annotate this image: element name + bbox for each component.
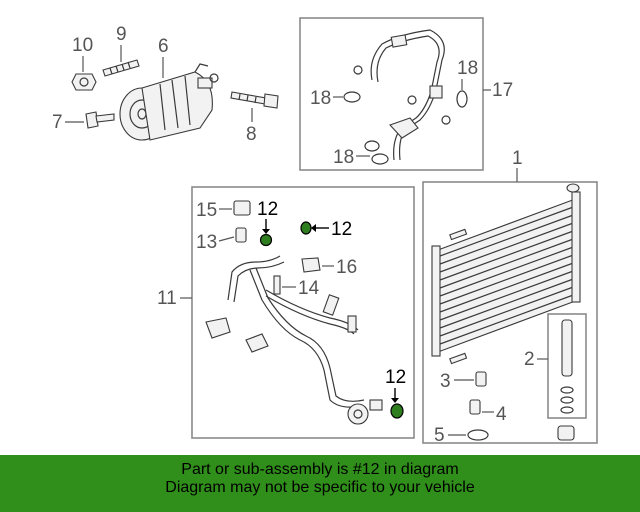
seal-12-c[interactable] — [390, 403, 404, 419]
bolt-part-8 — [230, 91, 279, 109]
callout-18-a: 18 — [310, 88, 331, 109]
compressor-part-6 — [119, 63, 219, 141]
callout-13: 13 — [196, 232, 217, 253]
callout-15: 15 — [196, 200, 217, 221]
callout-6: 6 — [158, 36, 169, 57]
callout-9: 9 — [116, 24, 127, 45]
callout-12-c: 12 — [385, 367, 406, 388]
bolt-part-7 — [85, 111, 115, 129]
callout-16: 16 — [336, 257, 357, 278]
nut-part-10 — [71, 73, 97, 91]
callout-5: 5 — [434, 425, 445, 446]
callout-8: 8 — [246, 124, 257, 145]
banner-line-2: Diagram may not be specific to your vehi… — [165, 479, 475, 496]
condenser-box-1: 1 2 3 4 5 — [422, 148, 598, 446]
callout-14: 14 — [298, 278, 320, 299]
parts-diagram: 10 9 6 7 8 18 18 18 17 — [52, 17, 598, 446]
callout-12-a: 12 — [257, 199, 278, 220]
callout-10: 10 — [72, 35, 93, 56]
banner-line-1: Part or sub-assembly is #12 in diagram — [181, 461, 459, 478]
callout-17: 17 — [492, 80, 513, 101]
callout-18-b: 18 — [457, 58, 478, 79]
compressor-group: 10 9 6 7 8 — [52, 24, 279, 145]
callout-7: 7 — [52, 112, 63, 133]
seal-12-a[interactable] — [259, 233, 273, 247]
callout-3: 3 — [440, 371, 451, 392]
info-banner: Part or sub-assembly is #12 in diagram D… — [0, 455, 640, 512]
seal-12-b[interactable] — [300, 221, 312, 235]
line-assembly-box-11: 15 13 16 14 11 12 12 12 — [157, 186, 415, 439]
callout-11: 11 — [157, 288, 177, 309]
stud-part-9 — [102, 59, 140, 77]
callout-18-c: 18 — [333, 147, 354, 168]
callout-2: 2 — [524, 349, 535, 370]
callout-1: 1 — [512, 148, 523, 169]
callout-4: 4 — [496, 404, 507, 425]
hose-assembly-box-17: 18 18 18 17 — [299, 17, 513, 171]
callout-12-b: 12 — [331, 219, 352, 240]
